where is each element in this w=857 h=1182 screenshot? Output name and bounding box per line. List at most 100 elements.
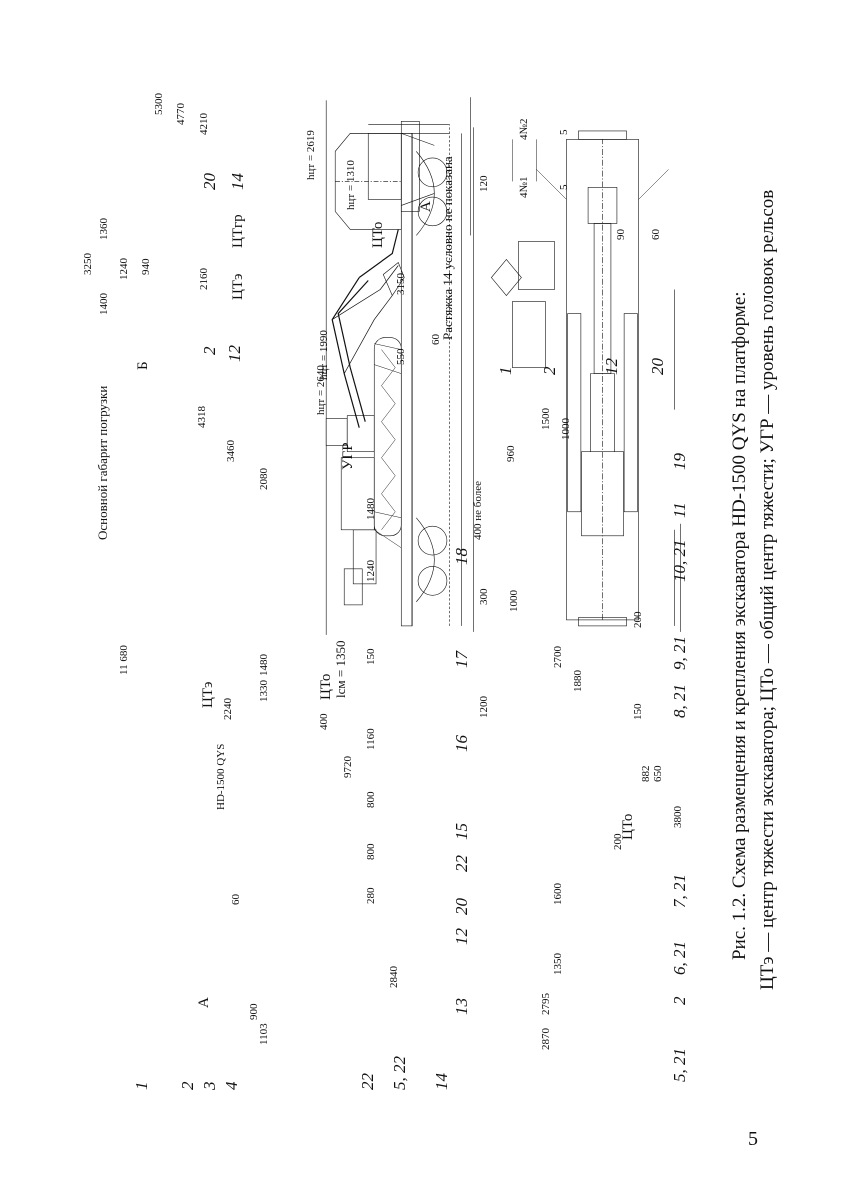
- detail-rod-2: 4№2: [518, 118, 530, 141]
- side-left-1103: 1103: [258, 1023, 270, 1045]
- detail-views: [490, 139, 555, 368]
- detail-dim-90: 90: [615, 229, 627, 240]
- side-callout-5-22: 5, 22: [390, 1056, 409, 1090]
- plan-callout-9-21: 9, 21: [670, 636, 689, 670]
- plan-cto-label: ЦТо: [620, 813, 636, 840]
- side-h-60: 60: [230, 894, 242, 905]
- plan-callout-5-21: 5, 21: [670, 1048, 689, 1082]
- side-len-800a: 800: [365, 843, 377, 861]
- side-callout-3: 3: [200, 1081, 219, 1091]
- side-len-800b: 800: [365, 791, 377, 809]
- end-cte-label: ЦТэ: [230, 273, 246, 300]
- side-h-2080: 2080: [258, 468, 270, 490]
- plan-dim-650: 650: [652, 765, 664, 783]
- plan-callout-10-21: 10, 21: [670, 539, 689, 583]
- plan-callout-18: 18: [452, 548, 471, 565]
- plan-dim-1000b: 1000: [508, 590, 520, 612]
- plan-dim-2700: 2700: [552, 646, 564, 668]
- plan-view: [536, 130, 681, 632]
- end-callout-14: 14: [228, 173, 247, 190]
- note-envelope: Основной габарит погрузки: [95, 385, 110, 540]
- side-h-1330: 1330: [258, 680, 270, 702]
- plan-callout-6-21: 6, 21: [670, 941, 689, 975]
- plan-dim-200a: 200: [632, 611, 644, 629]
- end-hct-2640: hцт = 2640: [315, 365, 327, 415]
- detail-callout-12: 12: [602, 358, 621, 375]
- page-number: 5: [748, 1128, 758, 1150]
- plan-dim-150: 150: [632, 703, 644, 721]
- side-left-900: 900: [248, 1003, 260, 1021]
- end-dim-1240: 1240: [118, 258, 130, 280]
- side-callout-14: 14: [432, 1073, 451, 1090]
- end-dim-1400: 1400: [98, 293, 110, 315]
- plan-dim-1500: 1500: [540, 408, 552, 430]
- plan-callout-8-21: 8, 21: [670, 684, 689, 718]
- end-hct-2619: hцт = 2619: [305, 130, 317, 180]
- side-callout-1: 1: [132, 1081, 151, 1091]
- plan-dim-882: 882: [640, 765, 652, 783]
- side-h-400: 400: [318, 713, 330, 731]
- side-h-2240: 2240: [222, 698, 234, 720]
- plan-dim-2795: 2795: [540, 993, 552, 1015]
- end-dim-1360: 1360: [98, 218, 110, 240]
- side-view: [325, 100, 474, 635]
- end-dim-4210: 4210: [198, 113, 210, 135]
- end-ctgr-label: ЦТгр: [230, 214, 246, 248]
- end-dim-2160: 2160: [198, 268, 210, 290]
- end-dim-3250: 3250: [82, 253, 94, 275]
- end-dim-5300: 5300: [153, 93, 165, 115]
- end-a-label: А: [418, 201, 434, 212]
- end-view: [334, 97, 471, 236]
- detail-dim-5b: 5: [558, 184, 570, 191]
- end-callout-2: 2: [200, 346, 219, 356]
- side-platform-length: 9720: [342, 756, 354, 778]
- side-len-2840: 2840: [388, 966, 400, 988]
- side-a-label: А: [196, 997, 212, 1008]
- plan-dim-400: 400 не более: [472, 481, 484, 540]
- plan-callout-12: 12: [452, 928, 471, 945]
- side-len-1240: 1240: [365, 560, 377, 582]
- detail-rod-1: 4№1: [518, 176, 530, 199]
- end-callout-20: 20: [200, 173, 219, 190]
- detail-dim-5a: 5: [558, 129, 570, 136]
- plan-callout-19: 19: [670, 453, 689, 470]
- plan-dim-1600: 1600: [552, 883, 564, 905]
- side-callout-4: 4: [222, 1081, 241, 1091]
- side-h-4318: 4318: [196, 406, 208, 428]
- plan-dim-960: 960: [505, 445, 517, 463]
- plan-dim-300: 300: [478, 588, 490, 606]
- plan-callout-15: 15: [452, 823, 471, 840]
- plan-callout-16: 16: [452, 735, 471, 752]
- model-plate: HD-1500 QYS: [215, 743, 227, 810]
- technical-drawing: [325, 97, 681, 635]
- plan-callout-20: 20: [452, 898, 471, 915]
- end-dim-550: 550: [395, 348, 407, 366]
- plan-callout-13: 13: [452, 998, 471, 1015]
- end-cto-label: ЦТо: [370, 221, 386, 248]
- plan-dim-2870: 2870: [540, 1028, 552, 1050]
- side-overall-length: 11 680: [118, 645, 130, 675]
- plan-callout-11: 11: [670, 502, 689, 518]
- side-len-280: 280: [365, 887, 377, 905]
- plan-dim-1200: 1200: [478, 696, 490, 718]
- plan-callout-17: 17: [452, 651, 471, 668]
- end-hct-1310: hцт = 1310: [345, 160, 357, 210]
- side-callout-2: 2: [178, 1081, 197, 1091]
- end-b-label: Б: [135, 361, 151, 370]
- detail-dim-120: 120: [478, 175, 490, 193]
- side-cte-label: ЦТэ: [200, 681, 216, 708]
- plan-dim-1350: 1350: [552, 953, 564, 975]
- detail-callout-20: 20: [648, 358, 667, 375]
- plan-dim-1880: 1880: [572, 670, 584, 692]
- side-len-1480: 1480: [365, 498, 377, 520]
- end-dim-4770: 4770: [175, 103, 187, 125]
- detail-dim-60a: 60: [430, 334, 442, 345]
- detail-dim-60b: 60: [650, 229, 662, 240]
- plan-dim-1000a: 1000: [560, 418, 572, 440]
- plan-callout-22: 22: [452, 855, 471, 872]
- side-h-3460: 3460: [225, 440, 237, 462]
- side-callout-22: 22: [358, 1073, 377, 1090]
- side-ugr-label: УГР: [340, 442, 356, 470]
- side-lsm-label: lсм = 1350: [333, 640, 348, 698]
